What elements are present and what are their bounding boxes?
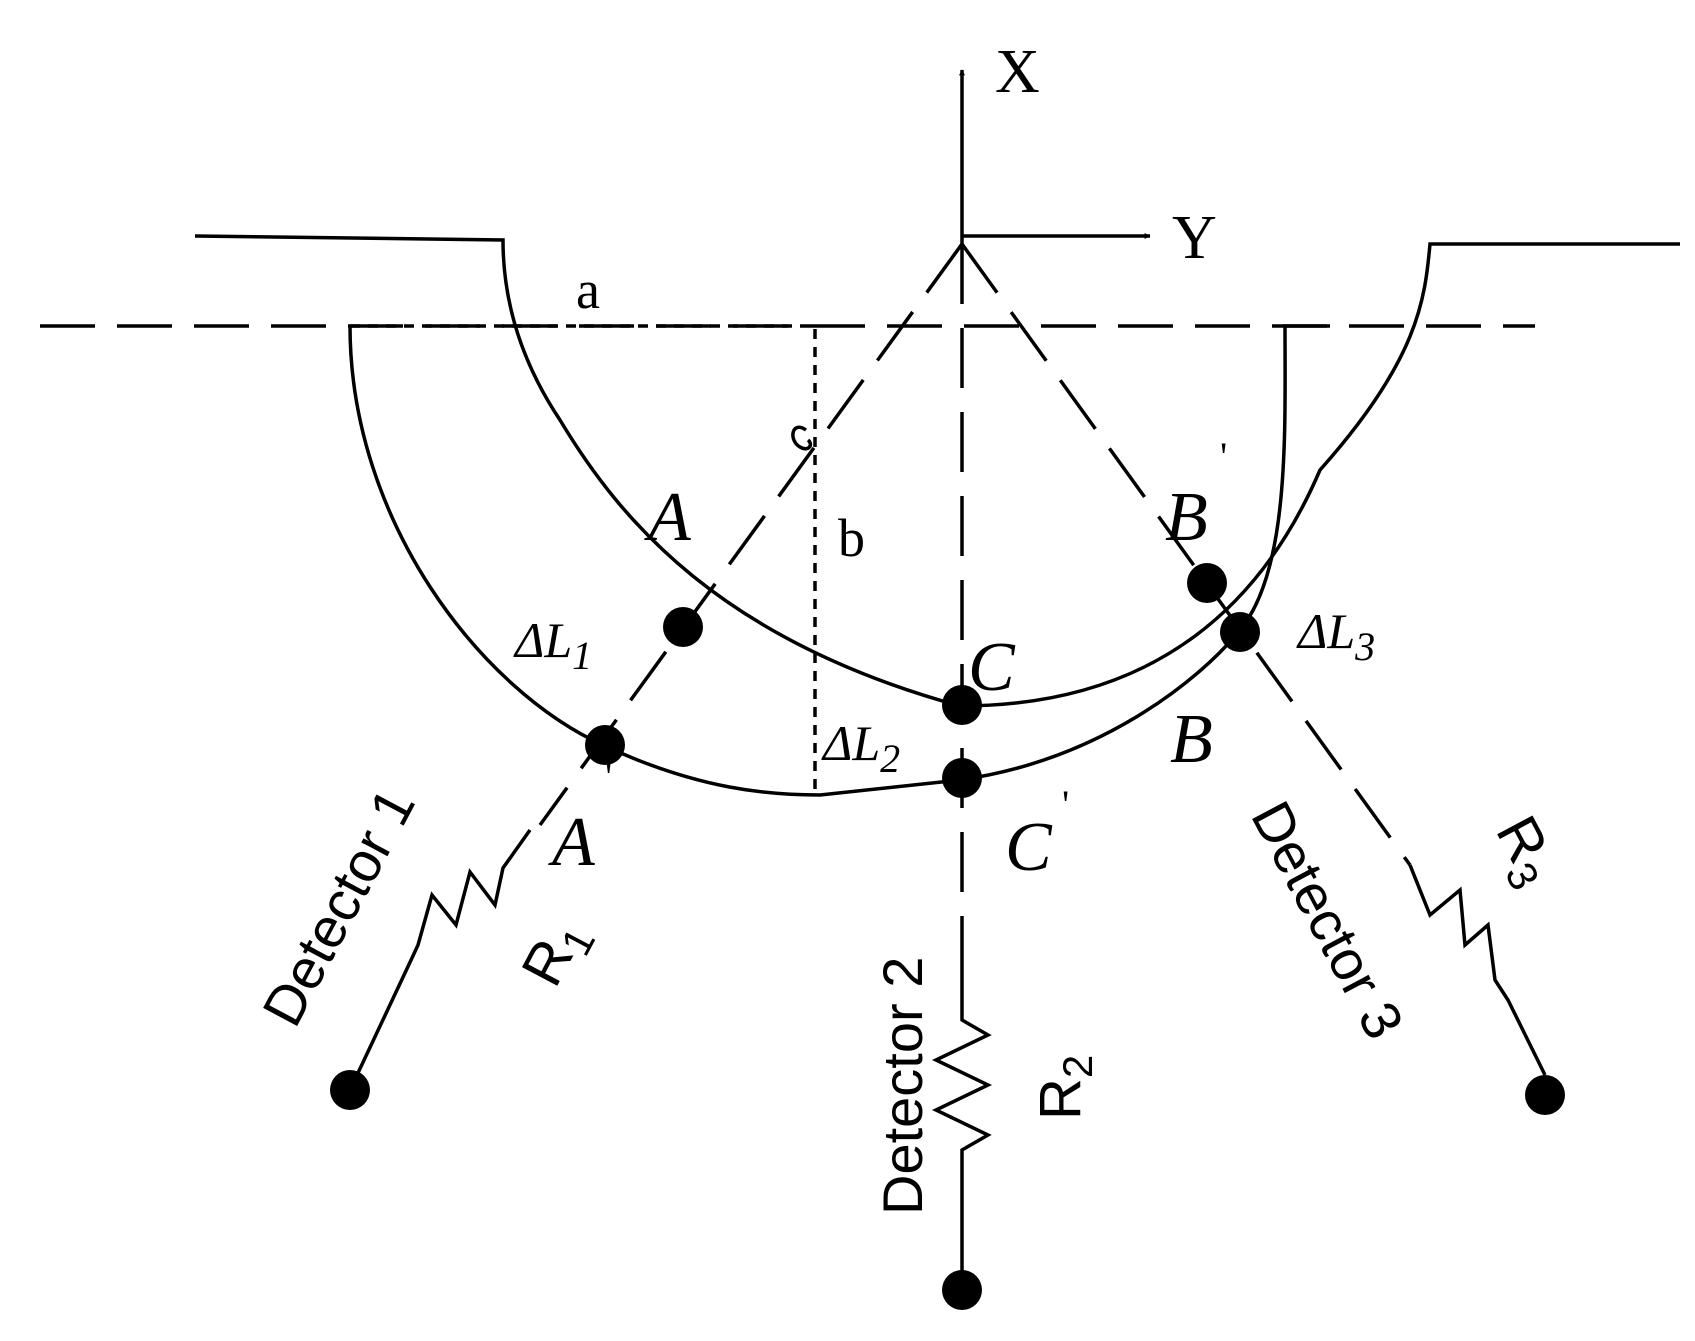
label-B-prime: B bbox=[1165, 479, 1208, 556]
label-C: C bbox=[968, 629, 1016, 706]
point-A-prime bbox=[585, 725, 625, 765]
label-A-prime: A bbox=[548, 804, 595, 881]
detector-3-label: Detector 3 bbox=[1239, 791, 1416, 1049]
detector-3-lead bbox=[1408, 864, 1547, 1076]
point-B-prime bbox=[1187, 563, 1227, 603]
detector-2-lead bbox=[931, 950, 993, 1290]
x-axis-label: X bbox=[995, 38, 1040, 106]
dimension-dotted-lines bbox=[350, 324, 817, 795]
radial-line-3 bbox=[960, 242, 1412, 867]
delta-L2-label: ΔL2 bbox=[821, 715, 900, 781]
terminal-1 bbox=[330, 1070, 370, 1110]
delta-L1-label: ΔL1 bbox=[513, 612, 592, 678]
terminal-2 bbox=[942, 1270, 982, 1310]
dimension-b-label: b bbox=[838, 508, 865, 568]
terminal-3 bbox=[1525, 1075, 1565, 1115]
resistor-3-label: R3 bbox=[1476, 806, 1571, 898]
point-B bbox=[1220, 612, 1260, 652]
point-C-prime bbox=[942, 758, 982, 798]
outer-profile-curve bbox=[348, 324, 1330, 797]
delta-L3-label: ΔL3 bbox=[1296, 603, 1375, 669]
resistor-2-label: R2 bbox=[1028, 1055, 1101, 1120]
label-A: A bbox=[644, 479, 691, 556]
detector-1-lead bbox=[348, 828, 532, 1091]
point-A bbox=[663, 607, 703, 647]
label-A-prime-mark: ' bbox=[605, 754, 612, 799]
label-B-prime-mark: ' bbox=[1220, 434, 1227, 479]
point-C bbox=[942, 685, 982, 725]
detector-1-label: Detector 1 bbox=[250, 778, 427, 1036]
label-C-prime-mark: ' bbox=[1062, 782, 1069, 827]
label-B: B bbox=[1170, 701, 1213, 778]
y-axis-label: Y bbox=[1172, 204, 1217, 272]
inner-profile-curve bbox=[194, 234, 1680, 708]
angle-arc bbox=[791, 425, 813, 451]
detector-2-label: Detector 2 bbox=[871, 957, 934, 1215]
resistor-1-label: R1 bbox=[509, 908, 604, 1000]
dimension-a-label: a bbox=[576, 260, 600, 320]
label-C-prime: C bbox=[1005, 809, 1053, 886]
